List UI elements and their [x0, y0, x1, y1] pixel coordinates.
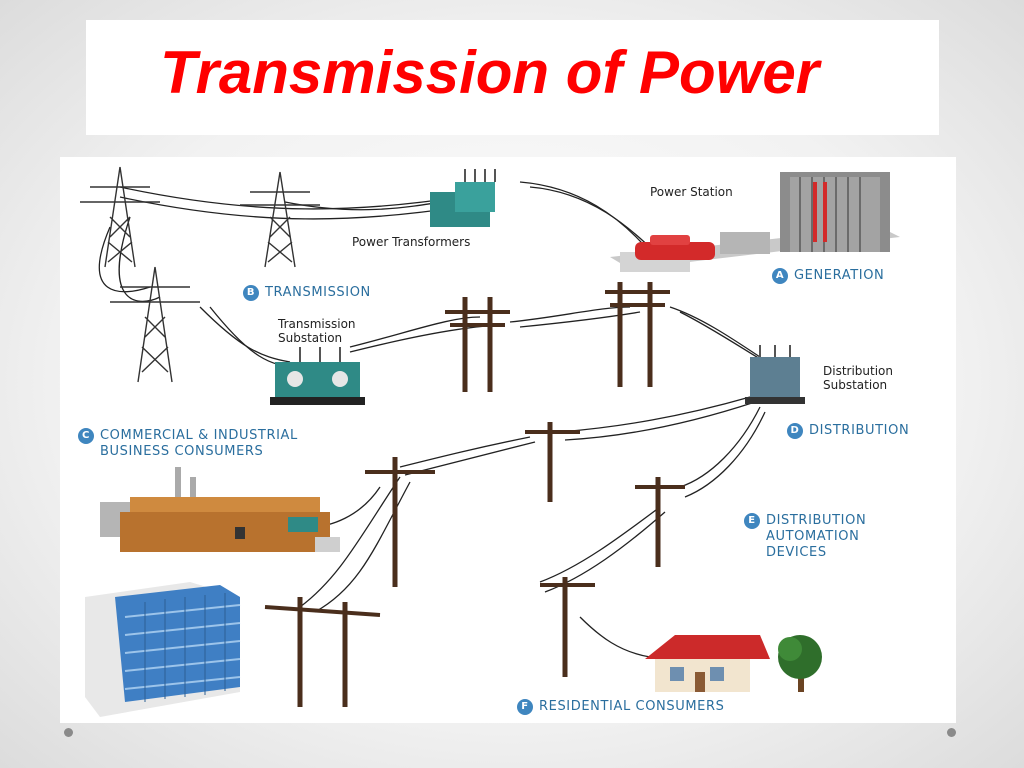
section-transmission: B TRANSMISSION: [243, 285, 371, 301]
tree: [778, 635, 822, 692]
distribution-substation: [745, 345, 805, 404]
diagram-illustration: [80, 166, 900, 717]
badge-a: A: [772, 268, 788, 284]
label-distribution-substation: Distribution Substation: [823, 364, 894, 392]
section-generation: A GENERATION: [772, 268, 884, 284]
label-transmission-substation: Transmission Substation: [278, 317, 356, 345]
power-station: [610, 172, 900, 272]
transmission-tower: [80, 166, 160, 268]
label-power-station: Power Station: [650, 185, 733, 199]
transmission-tower: [240, 171, 320, 268]
page-title: Transmission of Power: [160, 39, 820, 106]
utility-pole: [365, 457, 435, 587]
label-power-transformers: Power Transformers: [352, 235, 471, 249]
badge-e: E: [744, 513, 760, 529]
transmission-tower: [110, 266, 200, 383]
section-label: DISTRIBUTION: [809, 423, 910, 438]
house: [645, 635, 770, 692]
section-commercial-industrial: C COMMERCIAL & INDUSTRIAL BUSINESS CONSU…: [78, 428, 298, 460]
utility-pole: [605, 282, 670, 387]
office-building: [85, 582, 241, 717]
transmission-substation: [270, 347, 365, 405]
utility-pole: [264, 597, 381, 707]
utility-pole: [445, 297, 510, 392]
badge-d: D: [787, 423, 803, 439]
title-box: Transmission of Power: [86, 20, 939, 135]
section-label: TRANSMISSION: [265, 285, 371, 300]
section-label: GENERATION: [794, 268, 885, 283]
utility-pole: [635, 477, 685, 567]
section-residential: F RESIDENTIAL CONSUMERS: [517, 699, 724, 715]
utility-pole: [525, 422, 580, 502]
section-label: COMMERCIAL & INDUSTRIAL BUSINESS CONSUME…: [100, 428, 298, 459]
badge-c: C: [78, 428, 94, 444]
section-label: DISTRIBUTION AUTOMATION DEVICES: [766, 513, 867, 560]
section-label: RESIDENTIAL CONSUMERS: [539, 699, 725, 714]
badge-f: F: [517, 699, 533, 715]
diagram-panel: Power Station Power Transformers Transmi…: [60, 157, 956, 723]
slide-nav-dot-left[interactable]: [64, 728, 73, 737]
slide-nav-dot-right[interactable]: [947, 728, 956, 737]
utility-pole: [540, 577, 595, 677]
section-distribution: D DISTRIBUTION: [787, 423, 909, 439]
badge-b: B: [243, 285, 259, 301]
section-distribution-automation: E DISTRIBUTION AUTOMATION DEVICES: [744, 513, 866, 561]
wires: [98, 181, 766, 658]
factory: [100, 467, 340, 552]
power-transformers: [430, 169, 496, 227]
